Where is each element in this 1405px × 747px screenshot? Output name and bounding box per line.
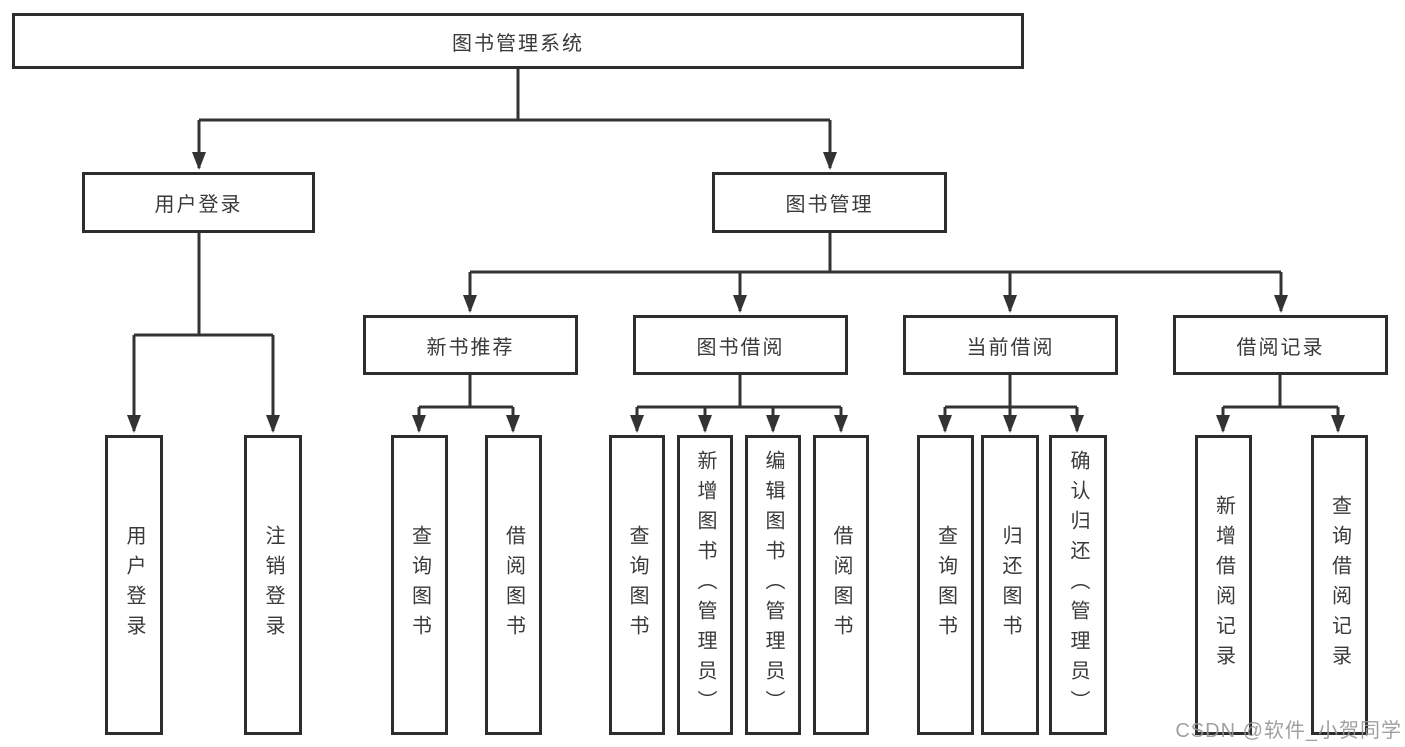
node-borrow-records-label: 借阅记录 <box>1236 336 1325 359</box>
edge-management-split <box>470 233 1281 274</box>
node-book-management-label: 图书管理 <box>785 194 874 216</box>
leaf-borrow-query: 查询图书 <box>609 435 665 735</box>
edge-login-split <box>134 233 273 337</box>
leaf-user-login: 用户登录 <box>105 435 163 735</box>
leaf-newbook-borrow: 借阅图书 <box>485 435 542 735</box>
leaf-borrow-edit-admin: 编辑图书（管理员） <box>745 435 801 735</box>
edge-newbook-split <box>419 375 513 409</box>
node-user-login-label: 用户登录 <box>154 194 243 216</box>
node-new-book-recommend: 新书推荐 <box>363 315 578 375</box>
leaf-newbook-query: 查询图书 <box>391 435 448 735</box>
watermark-text: CSDN @软件_小贺同学 <box>1175 720 1402 742</box>
leaf-records-add: 新增借阅记录 <box>1195 435 1252 735</box>
node-user-login: 用户登录 <box>82 172 315 233</box>
edge-records-split <box>1223 375 1338 409</box>
node-new-book-recommend-label: 新书推荐 <box>426 336 515 359</box>
leaf-records-query: 查询借阅记录 <box>1311 435 1368 735</box>
node-borrow-records: 借阅记录 <box>1173 315 1388 375</box>
edge-root-split <box>199 69 830 122</box>
leaf-current-return: 归还图书 <box>981 435 1039 735</box>
node-book-borrow: 图书借阅 <box>633 315 848 375</box>
leaf-borrow-borrow: 借阅图书 <box>813 435 869 735</box>
leaf-logout: 注销登录 <box>244 435 302 735</box>
node-current-borrow: 当前借阅 <box>903 315 1118 375</box>
node-book-management: 图书管理 <box>712 172 947 233</box>
node-root: 图书管理系统 <box>12 13 1024 69</box>
edge-currentborrow-split <box>945 375 1077 409</box>
leaf-current-confirm-admin: 确认归还（管理员） <box>1049 435 1107 735</box>
leaf-borrow-add-admin: 新增图书（管理员） <box>677 435 733 735</box>
node-root-label: 图书管理系统 <box>452 32 584 55</box>
node-current-borrow-label: 当前借阅 <box>966 336 1055 359</box>
edge-bookborrow-split <box>637 375 841 409</box>
leaf-current-query: 查询图书 <box>917 435 974 735</box>
node-book-borrow-label: 图书借阅 <box>696 336 785 359</box>
